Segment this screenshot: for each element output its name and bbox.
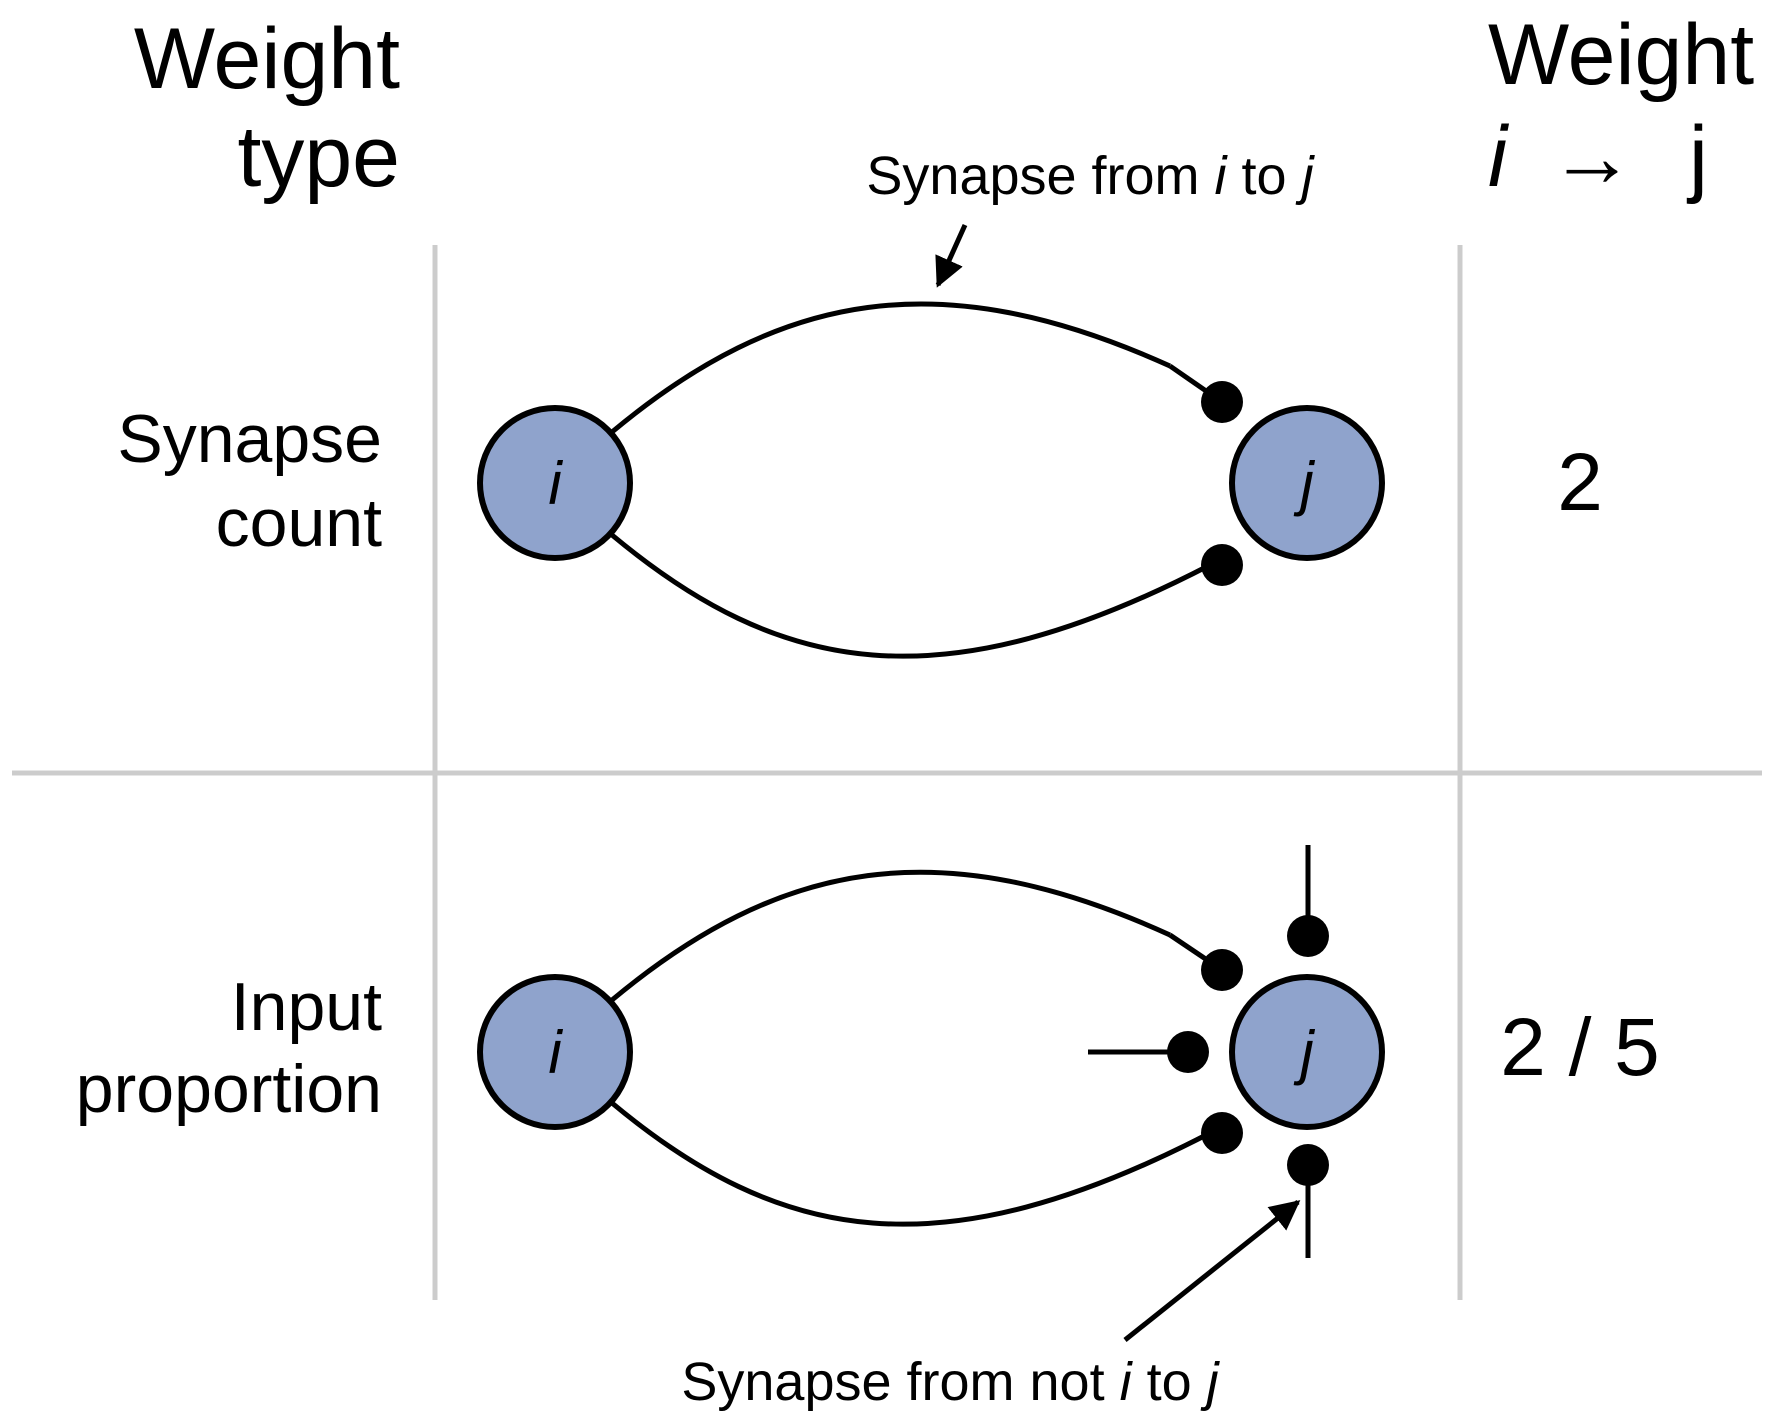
annotation-top-mid: to — [1227, 146, 1302, 206]
annotation-top-i: i — [1215, 146, 1229, 206]
annotation-bottom-prefix: Synapse from not — [681, 1352, 1119, 1412]
header-weight-arrow: → — [1549, 109, 1635, 205]
row2-node-i-label: i — [548, 1019, 563, 1086]
row2-node-j — [1229, 974, 1385, 1130]
row2-other-synapse-dot-bottom — [1287, 1144, 1329, 1186]
row1-node-j — [1229, 405, 1385, 561]
header-weight-line1: Weight — [1488, 7, 1754, 103]
annotation-bottom-i: i — [1120, 1352, 1134, 1412]
annotation-bottom-arrow — [1123, 1200, 1301, 1342]
header-weight-line2: i → j — [1488, 109, 1708, 205]
row1-lower-synapse-curve — [610, 533, 1212, 659]
row2-other-synapse-dot-left — [1167, 1031, 1209, 1073]
row2-weight-value: 2 / 5 — [1500, 1002, 1660, 1093]
header-weight-j: j — [1686, 109, 1708, 205]
annotation-top-arrow — [935, 223, 968, 288]
row1-synapse-dot-upper — [1201, 381, 1243, 423]
row2-synapse-dot-from-i-upper — [1201, 949, 1243, 991]
row2-upper-synapse-curve — [610, 869, 1172, 1002]
row1-node-i — [477, 405, 633, 561]
annotation-top-prefix: Synapse from — [866, 146, 1214, 206]
annotation-synapse-from-i-to-j: Synapse from i to j — [866, 146, 1315, 206]
row1-node-i-label: i — [548, 450, 563, 517]
row-label-count: count — [216, 485, 382, 561]
annotation-synapse-from-not-i-to-j: Synapse from not i to j — [681, 1352, 1220, 1412]
annotation-bottom-mid: to — [1132, 1352, 1207, 1412]
row1-weight-value: 2 — [1557, 437, 1603, 528]
row2-synapse-dot-from-i-lower — [1201, 1112, 1243, 1154]
row-label-input: Input — [231, 969, 382, 1045]
row2-other-synapse-dot-top — [1287, 915, 1329, 957]
header-weight-i: i — [1488, 109, 1510, 205]
header-weight-type-line1: Weight — [134, 11, 400, 107]
header-weight-type-line2: type — [237, 109, 400, 205]
row2-node-i — [477, 974, 633, 1130]
row-label-proportion: proportion — [76, 1051, 382, 1127]
row2-lower-synapse-curve — [610, 1101, 1212, 1227]
row1-synapse-dot-lower — [1201, 544, 1243, 586]
row1-upper-synapse-curve — [610, 301, 1172, 434]
row-label-synapse: Synapse — [117, 401, 382, 477]
